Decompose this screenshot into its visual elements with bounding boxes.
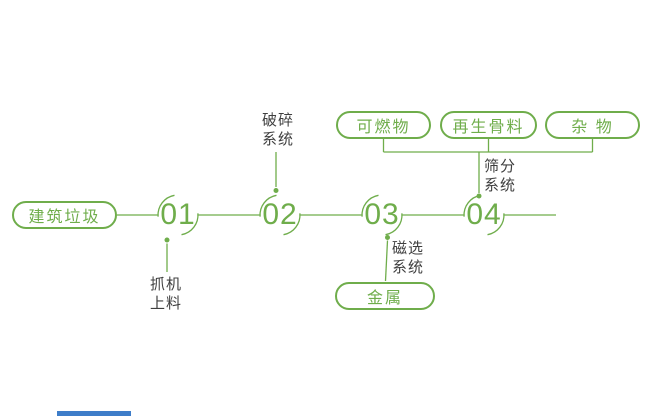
- step-number-2: 02: [262, 198, 298, 231]
- step-number-3: 03: [364, 198, 400, 231]
- bottom-blue-bar: [57, 411, 131, 416]
- junction-dot: [164, 237, 170, 243]
- step-node-arc: [259, 194, 277, 217]
- step-node-arc: [283, 213, 301, 236]
- step-node-arc: [385, 213, 403, 236]
- junction-dot: [273, 188, 279, 193]
- junction-dot: [385, 235, 390, 240]
- output-pill-recycled-aggregate: 再生骨料: [440, 111, 537, 139]
- step-label-grab-loading: 抓机 上料: [150, 276, 183, 312]
- step-node-arc: [181, 213, 199, 236]
- step-number-1: 01: [160, 198, 196, 231]
- step-node-arc: [157, 194, 175, 217]
- step-label-magnetic-separation: 磁选 系统: [392, 240, 425, 276]
- output-pill-combustibles: 可燃物: [336, 111, 431, 139]
- branch-line: [384, 240, 389, 282]
- step-label-crushing-system: 破碎 系统: [262, 112, 295, 148]
- step-node-arc: [487, 213, 505, 236]
- step-node-arc: [361, 194, 379, 217]
- step-number-4: 04: [466, 198, 502, 231]
- junction-dot: [476, 193, 482, 199]
- source-pill: 建筑垃圾: [12, 201, 117, 229]
- output-pill-miscellaneous: 杂 物: [545, 111, 640, 139]
- output-pill-metal: 金属: [335, 282, 435, 310]
- step-label-screening-system: 筛分 系统: [484, 158, 517, 194]
